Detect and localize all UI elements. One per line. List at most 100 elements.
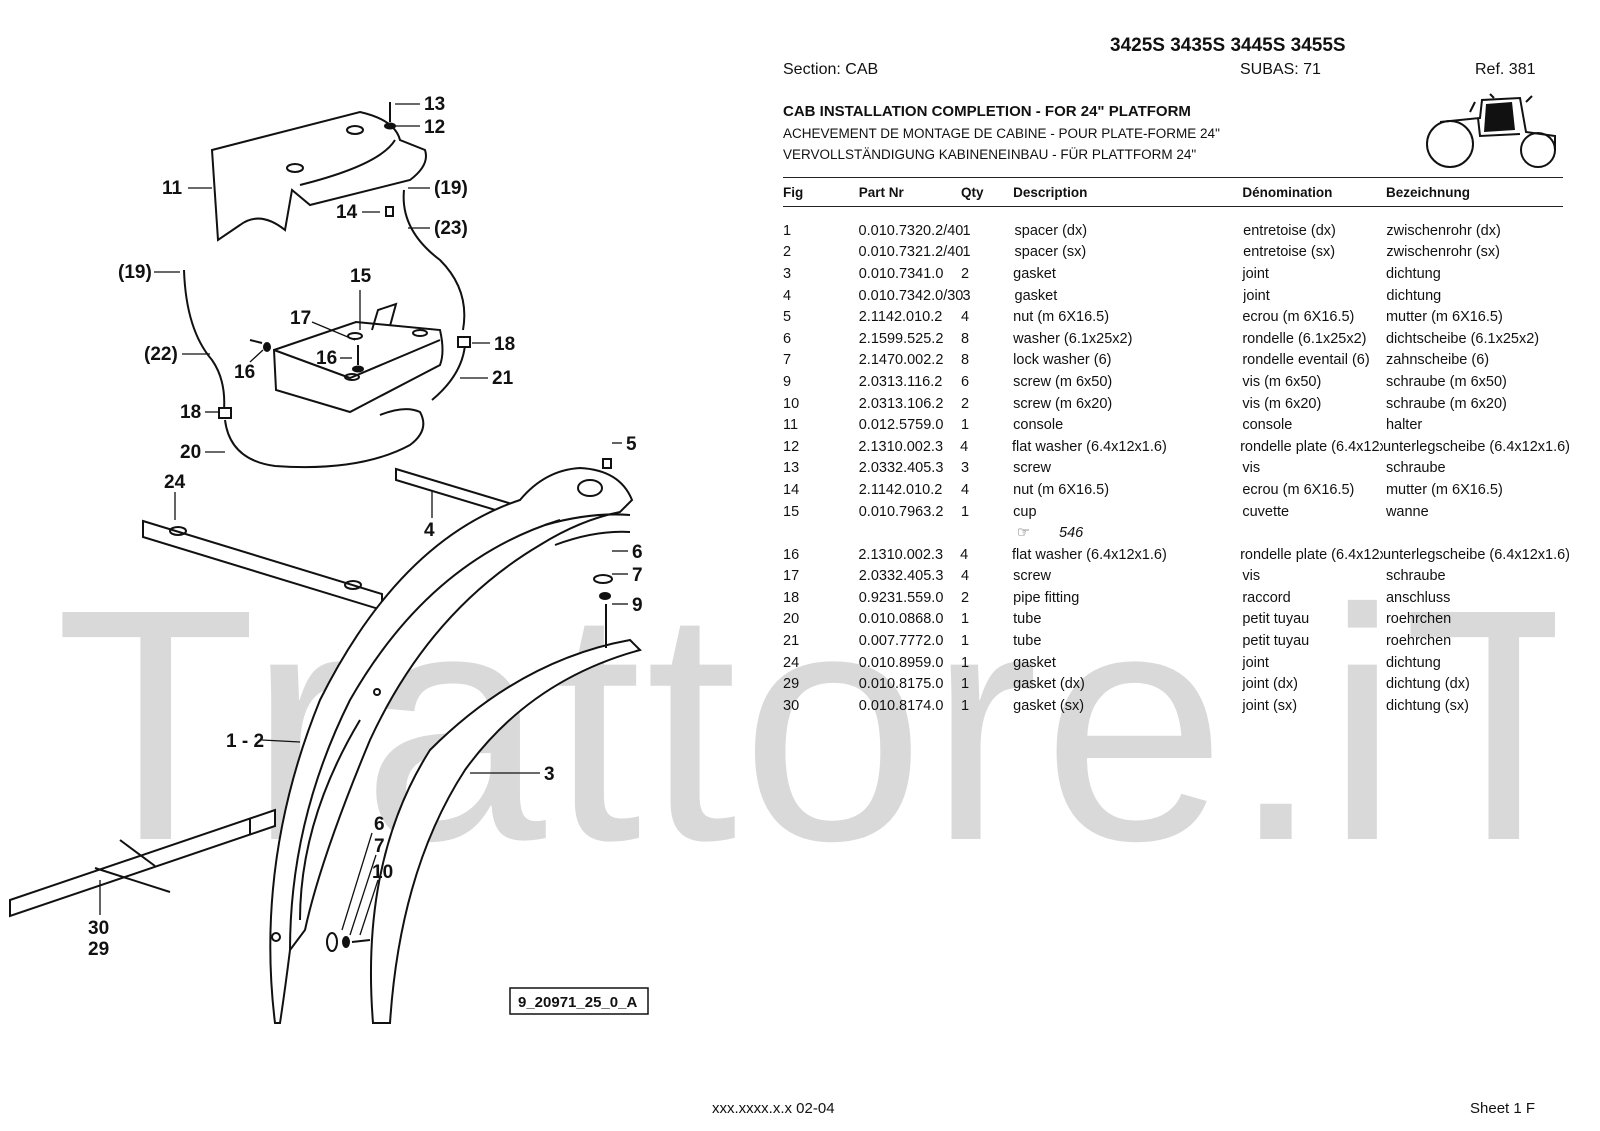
cell-part-number: 2.0313.116.2 bbox=[858, 373, 943, 390]
cell-description: nut (m 6X16.5) bbox=[1013, 309, 1110, 326]
cell-quantity: 1 bbox=[961, 697, 970, 714]
cell-denomination: joint bbox=[1243, 287, 1270, 304]
title-german: VERVOLLSTÄNDIGUNG KABINENEINBAU - FÜR PL… bbox=[783, 147, 1197, 162]
cell-denomination: entretoise (sx) bbox=[1243, 244, 1336, 261]
callout-21: 21 bbox=[492, 368, 514, 389]
cell-fig: 1 bbox=[783, 222, 792, 239]
callout-22: (22) bbox=[144, 344, 178, 365]
cell-bezeichnung: schraube (m 6x50) bbox=[1385, 373, 1507, 390]
cell-bezeichnung: mutter (m 6X16.5) bbox=[1385, 481, 1503, 498]
section-label: Section: CAB bbox=[783, 61, 879, 78]
cell-bezeichnung: zwischenrohr (sx) bbox=[1386, 244, 1501, 261]
cell-description: gasket (sx) bbox=[1013, 697, 1085, 714]
title-english: CAB INSTALLATION COMPLETION - FOR 24" PL… bbox=[783, 103, 1191, 120]
callout-14: 14 bbox=[336, 202, 358, 223]
cell-bezeichnung: halter bbox=[1385, 417, 1423, 434]
cell-fig: 5 bbox=[783, 309, 792, 326]
cell-part-number: 0.010.7341.0 bbox=[858, 265, 944, 282]
cell-denomination: rondelle (6.1x25x2) bbox=[1242, 330, 1367, 347]
cell-part-number: 2.1310.002.3 bbox=[858, 438, 944, 455]
col-denomination: Dénomination bbox=[1242, 184, 1333, 200]
cell-fig: 29 bbox=[783, 676, 800, 693]
cell-description: spacer (dx) bbox=[1014, 222, 1088, 239]
title-french: ACHEVEMENT DE MONTAGE DE CABINE - POUR P… bbox=[783, 126, 1220, 141]
col-bezeichnung: Bezeichnung bbox=[1385, 184, 1470, 200]
callout-3: 3 bbox=[544, 764, 555, 785]
cell-part-number: 2.1470.002.2 bbox=[858, 352, 944, 369]
cell-fig: 18 bbox=[783, 589, 800, 606]
cell-part-number: 0.010.7321.2/40 bbox=[858, 244, 964, 261]
cell-bezeichnung: unterlegscheibe (6.4x12x1.6) bbox=[1383, 438, 1571, 455]
cell-bezeichnung: unterlegscheibe (6.4x12x1.6) bbox=[1383, 546, 1571, 563]
callout-1-2: 1 - 2 bbox=[226, 731, 264, 752]
col-description: Description bbox=[1013, 184, 1088, 200]
cell-bezeichnung: schraube (m 6x20) bbox=[1385, 395, 1507, 412]
footer-code: xxx.xxxx.x.x 02-04 bbox=[712, 1100, 835, 1117]
ref-label: Ref. 381 bbox=[1475, 61, 1536, 78]
cell-description: screw (m 6x20) bbox=[1013, 395, 1113, 412]
tube-20 bbox=[224, 408, 425, 469]
cell-denomination: console bbox=[1242, 417, 1293, 434]
cell-part-number: 2.1142.010.2 bbox=[858, 481, 943, 498]
cell-description: gasket bbox=[1014, 287, 1058, 304]
table-body: 1 0.010.7320.2/40 1 spacer (dx) entretoise (… bbox=[783, 220, 1571, 717]
cell-bezeichnung: mutter (m 6X16.5) bbox=[1385, 309, 1503, 326]
cell-quantity: 6 bbox=[961, 373, 970, 390]
cell-denomination: ecrou (m 6X16.5) bbox=[1242, 309, 1355, 326]
callout-15: 15 bbox=[350, 266, 372, 287]
callout-17: 17 bbox=[290, 308, 311, 329]
cell-denomination: vis (m 6x20) bbox=[1242, 395, 1322, 412]
callout-19: (19) bbox=[434, 178, 468, 199]
cell-bezeichnung: schraube bbox=[1385, 460, 1446, 477]
cell-fig: 2 bbox=[783, 244, 792, 261]
cell-fig: 12 bbox=[783, 438, 800, 455]
callout-9: 9 bbox=[632, 595, 643, 616]
tube-23 bbox=[402, 189, 466, 331]
cell-quantity: 1 bbox=[961, 417, 970, 434]
cell-quantity: 1 bbox=[961, 676, 970, 693]
cell-fig: 10 bbox=[783, 395, 800, 412]
cell-bezeichnung: wanne bbox=[1385, 503, 1429, 520]
cell-description: lock washer (6) bbox=[1013, 352, 1112, 369]
cell-description: tube bbox=[1013, 611, 1042, 628]
cell-quantity: 3 bbox=[962, 287, 971, 304]
cell-bezeichnung: dichtung (dx) bbox=[1385, 676, 1470, 693]
drawing-code: 9_20971_25_0_A bbox=[518, 994, 637, 1011]
cell-quantity: 1 bbox=[962, 244, 971, 261]
cell-part-number: 0.010.7320.2/40 bbox=[858, 222, 964, 239]
cell-description: screw bbox=[1013, 568, 1052, 585]
callout-12: 12 bbox=[424, 117, 445, 138]
cell-denomination: petit tuyau bbox=[1242, 633, 1310, 650]
model-numbers: 3425S 3435S 3445S 3455S bbox=[1110, 35, 1346, 56]
cell-quantity: 1 bbox=[961, 611, 970, 628]
cell-part-number: 0.010.8959.0 bbox=[858, 654, 944, 671]
cell-description: pipe fitting bbox=[1013, 589, 1080, 606]
cell-description: cup bbox=[1013, 503, 1037, 520]
cell-bezeichnung: roehrchen bbox=[1385, 633, 1452, 650]
cell-fig: 20 bbox=[783, 611, 800, 628]
cell-part-number: 2.0332.405.3 bbox=[858, 568, 944, 585]
cell-bezeichnung: dichtscheibe (6.1x25x2) bbox=[1385, 330, 1540, 347]
callout-11: 11 bbox=[162, 178, 183, 199]
cell-bezeichnung: zahnscheibe (6) bbox=[1385, 352, 1490, 369]
cell-fig: 14 bbox=[783, 481, 800, 498]
cell-description: tube bbox=[1013, 633, 1042, 650]
cell-fig: 9 bbox=[783, 373, 792, 390]
cell-denomination: joint bbox=[1242, 654, 1269, 671]
cell-bezeichnung: schraube bbox=[1385, 568, 1446, 585]
cell-description: screw (m 6x50) bbox=[1013, 373, 1113, 390]
tube-22 bbox=[183, 269, 226, 411]
col-qty: Qty bbox=[961, 184, 984, 200]
